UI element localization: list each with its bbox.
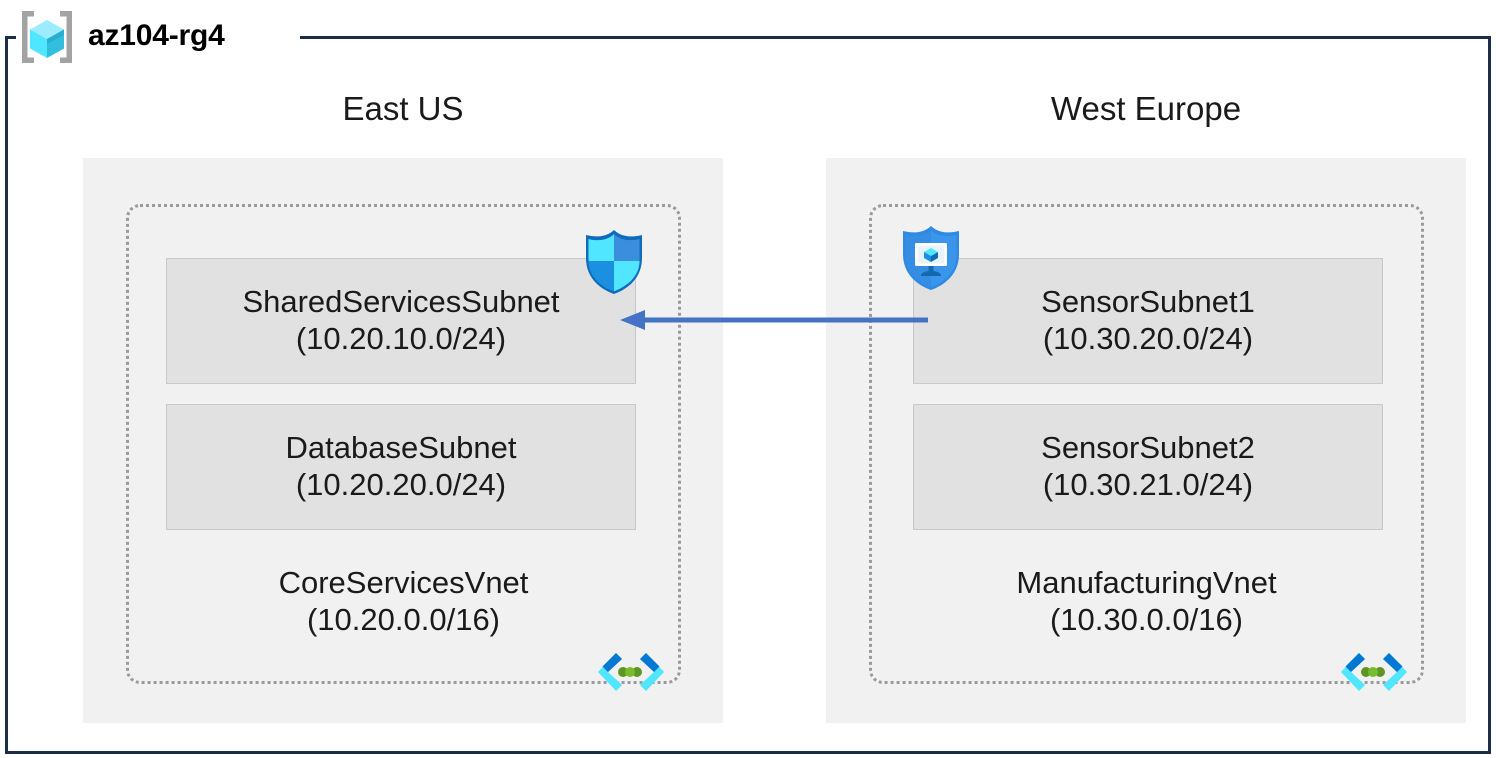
vnet-cidr: (10.20.0.0/16) [306, 601, 501, 637]
subnet-cidr: (10.20.10.0/24) [295, 321, 507, 356]
subnet-sensor-subnet-2: SensorSubnet2 (10.30.21.0/24) [913, 404, 1383, 530]
vnet-caption-core-services-vnet: CoreServicesVnet (10.20.0.0/16) [126, 565, 681, 638]
subnet-shared-services-subnet: SharedServicesSubnet (10.20.10.0/24) [166, 258, 636, 384]
subnet-cidr: (10.30.20.0/24) [1042, 321, 1254, 356]
subnet-database-subnet: DatabaseSubnet (10.20.20.0/24) [166, 404, 636, 530]
vnet-icon [598, 653, 664, 691]
region-label-east-us: East US [342, 90, 464, 127]
resource-group-frame [5, 36, 1491, 754]
subnet-name: DatabaseSubnet [285, 430, 517, 466]
subnet-name: SharedServicesSubnet [242, 284, 560, 320]
resource-group-title: az104-rg4 [88, 19, 225, 52]
vnet-caption-manufacturing-vnet: ManufacturingVnet (10.30.0.0/16) [869, 565, 1424, 638]
subnet-sensor-subnet-1: SensorSubnet1 (10.30.20.0/24) [913, 258, 1383, 384]
vnet-name: ManufacturingVnet [1016, 565, 1277, 600]
vnet-box-manufacturing-vnet [869, 204, 1424, 684]
resource-group-cube-icon [22, 11, 72, 63]
subnet-cidr: (10.20.20.0/24) [295, 467, 507, 502]
resource-group-frame-top-right-segment [300, 36, 1491, 39]
subnet-cidr: (10.30.21.0/24) [1042, 467, 1254, 502]
vnet-box-core-services-vnet [126, 204, 681, 684]
vnet-peering-arrow [620, 310, 928, 330]
shield-monitor-icon [903, 226, 959, 290]
resource-group-header: az104-rg4 [16, 6, 233, 68]
resource-group-frame-top-left-segment [5, 36, 19, 39]
vnet-name: CoreServicesVnet [278, 565, 529, 600]
shield-icon [586, 230, 642, 294]
region-label-west-europe: West Europe [1050, 90, 1242, 127]
vnet-cidr: (10.30.0.0/16) [1049, 601, 1244, 637]
vnet-icon [1341, 653, 1407, 691]
subnet-name: SensorSubnet2 [1041, 430, 1255, 466]
subnet-name: SensorSubnet1 [1041, 284, 1255, 320]
